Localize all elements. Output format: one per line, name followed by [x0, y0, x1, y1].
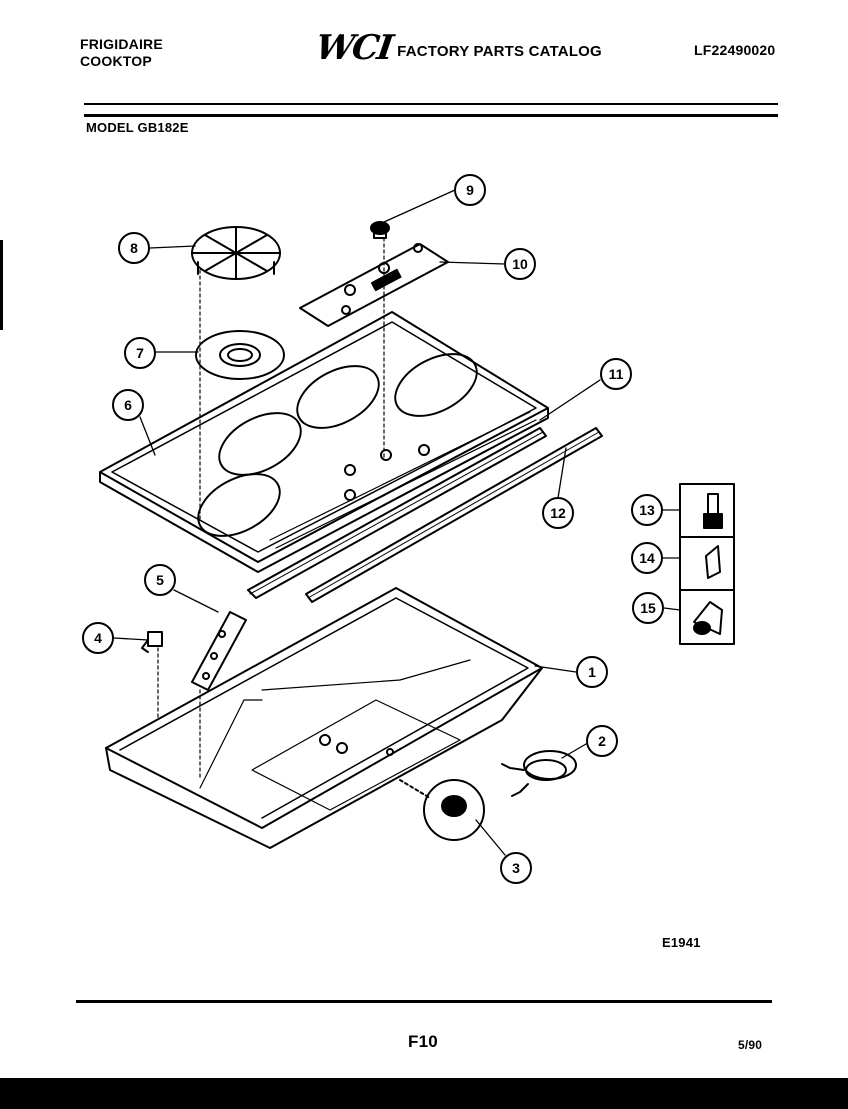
callout-6: 6: [112, 389, 144, 421]
cooktop-top-panel: [99, 311, 549, 573]
callout-label-15: 15: [640, 600, 656, 616]
header-rule-thick: [84, 114, 778, 117]
power-cord: [501, 750, 577, 797]
callout-label-9: 9: [466, 182, 474, 198]
callout-label-6: 6: [124, 397, 132, 413]
burner-grate: [191, 226, 281, 280]
catalog-label: FACTORY PARTS CATALOG: [397, 42, 602, 60]
callout-12: 12: [542, 497, 574, 529]
callout-10: 10: [504, 248, 536, 280]
accessory-parts-box: [679, 483, 735, 645]
page-number: F10: [408, 1032, 438, 1051]
callout-label-12: 12: [550, 505, 566, 521]
scan-bottom-band: [0, 1078, 848, 1109]
callout-8: 8: [118, 232, 150, 264]
retaining-clip: [141, 631, 163, 653]
callout-2: 2: [586, 725, 618, 757]
callout-5: 5: [144, 564, 176, 596]
callout-9: 9: [454, 174, 486, 206]
alignment-lines: [157, 237, 385, 781]
callout-label-2: 2: [598, 733, 606, 749]
callout-label-8: 8: [130, 240, 138, 256]
callout-label-11: 11: [609, 366, 624, 382]
callout-14: 14: [631, 542, 663, 574]
bottom-pan: [105, 587, 543, 849]
callout-label-3: 3: [512, 860, 520, 876]
callout-label-7: 7: [136, 345, 144, 361]
callout-15: 15: [632, 592, 664, 624]
brand-name: FRIGIDAIRE COOKTOP: [80, 36, 163, 70]
trim-strip-upper: [247, 427, 547, 599]
trim-strip-lower: [305, 427, 603, 603]
brand-line-2: COOKTOP: [80, 53, 152, 69]
catalog-number: LF22490020: [694, 42, 776, 58]
revision-date: 5/90: [738, 1038, 763, 1052]
footer-rule: [76, 1000, 772, 1003]
callout-label-5: 5: [156, 572, 164, 588]
figure-code: E1941: [662, 935, 701, 950]
callout-3: 3: [500, 852, 532, 884]
callout-label-13: 13: [639, 502, 655, 518]
catalog-title: WCI FACTORY PARTS CATALOG: [313, 28, 602, 68]
control-knob: [370, 221, 390, 239]
callout-13: 13: [631, 494, 663, 526]
callouts: 1 2 3 4 5 6 7 8 9 10 11 12 13 14 15: [82, 174, 664, 884]
burner-drip-bowl: [195, 330, 285, 380]
callout-11: 11: [600, 358, 632, 390]
header-rule-thin: [84, 103, 778, 105]
callout-label-1: 1: [588, 664, 596, 680]
leader-lines: [113, 189, 681, 856]
control-panel-plate: [299, 243, 449, 327]
callout-label-14: 14: [639, 550, 655, 566]
model-label: MODEL GB182E: [86, 120, 189, 135]
callout-label-4: 4: [94, 630, 102, 646]
mounting-bracket: [191, 611, 247, 691]
callout-4: 4: [82, 622, 114, 654]
scan-edge-mark: [0, 240, 9, 330]
brand-line-1: FRIGIDAIRE: [80, 36, 163, 52]
callout-1: 1: [576, 656, 608, 688]
terminal-block: [399, 779, 485, 841]
callout-7: 7: [124, 337, 156, 369]
callout-label-10: 10: [512, 256, 528, 272]
